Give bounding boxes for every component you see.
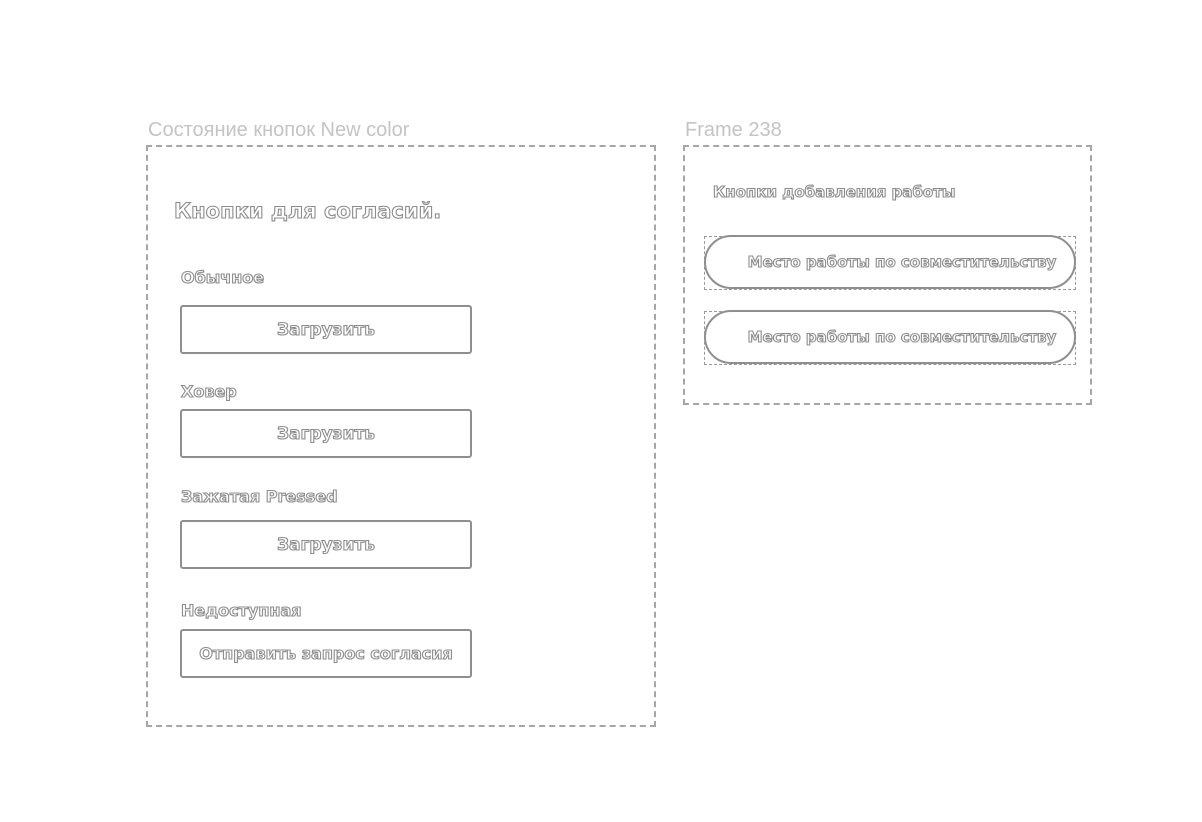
state-label-normal: Обычное xyxy=(180,268,265,287)
frame-238 xyxy=(683,145,1092,405)
add-work-button-frame-2: Место работы по совместительству xyxy=(704,310,1076,365)
upload-button-pressed[interactable]: Загрузить xyxy=(180,520,472,569)
add-work-button-frame-1: Место работы по совместительству xyxy=(704,235,1076,290)
frame-button-states xyxy=(146,145,656,727)
add-secondary-job-button-2[interactable]: Место работы по совместительству xyxy=(704,310,1076,364)
frame-title-frame-238: Frame 238 xyxy=(685,119,782,141)
section-heading-consent-buttons: Кнопки для согласий. xyxy=(173,199,442,223)
upload-button-hover[interactable]: Загрузить xyxy=(180,409,472,458)
frame-title-button-states: Состояние кнопок New color xyxy=(148,119,410,141)
state-label-pressed: Зажатая Pressed xyxy=(180,487,338,506)
upload-button-normal[interactable]: Загрузить xyxy=(180,305,472,354)
send-consent-request-button-disabled[interactable]: Отправить запрос согласия xyxy=(180,629,472,678)
state-label-disabled: Недоступная xyxy=(180,601,302,620)
add-secondary-job-button-1[interactable]: Место работы по совместительству xyxy=(704,235,1076,289)
state-label-hover: Ховер xyxy=(180,382,237,401)
section-heading-add-work-buttons: Кнопки добавления работы xyxy=(712,183,956,201)
